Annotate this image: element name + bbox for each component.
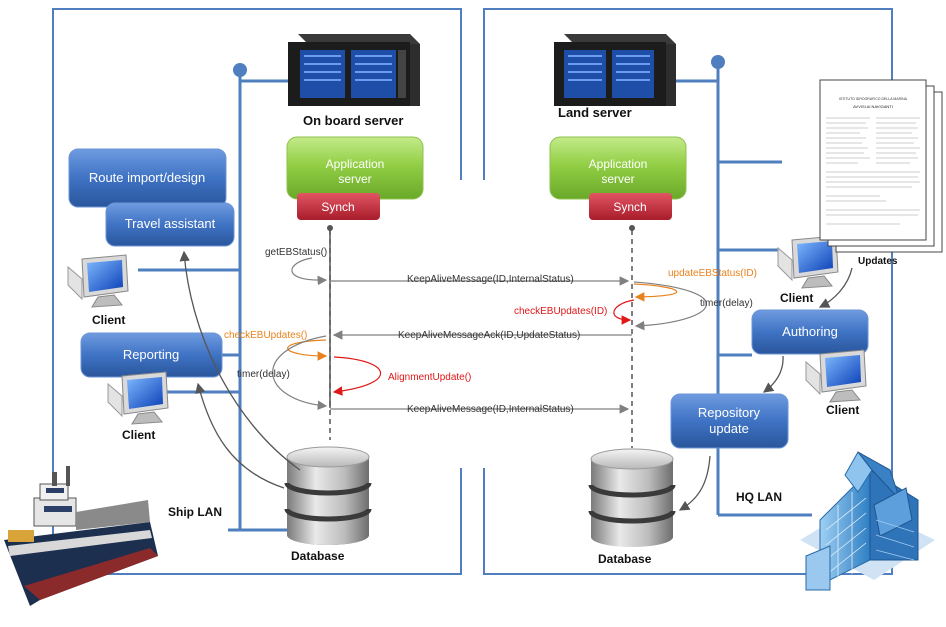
- authoring-label: Authoring: [782, 324, 838, 339]
- land-client-label-1: Client: [780, 291, 813, 305]
- ship-lan-node: [233, 63, 247, 77]
- authoring-to-repository-arrow: [762, 355, 784, 393]
- keep-alive-1-label: KeepAliveMessage(ID,InternalStatus): [407, 274, 574, 285]
- route-import-design-box[interactable]: Route import/design: [68, 148, 227, 208]
- check-eb-updates-land-label: checkEBUpdates(ID): [514, 306, 607, 317]
- land-client-monitor-icon-1: [777, 235, 839, 289]
- update-eb-status-arrow: [633, 283, 678, 302]
- hq-building-icon: [800, 451, 935, 591]
- onboard-server-icon: [288, 34, 420, 106]
- updates-document-icon: ISTITUTO IDROGRAFICO DELLA MARINA AVVISI…: [819, 79, 943, 253]
- db-to-reporting-arrow: [195, 382, 285, 489]
- travel-assistant-label: Travel assistant: [125, 216, 216, 231]
- get-eb-status-arrow: [291, 257, 328, 286]
- ship-client-monitor-icon-2: [107, 371, 169, 425]
- alignment-update-label: AlignmentUpdate(): [388, 372, 471, 383]
- land-synch-box: Synch: [589, 193, 672, 220]
- ship-lan-bus: [138, 70, 300, 532]
- ship-client-monitor-icon-1: [67, 254, 129, 308]
- land-server-label: Land server: [558, 105, 632, 120]
- update-eb-status-label: updateEBStatus(ID): [668, 268, 757, 279]
- onboard-server-label: On board server: [303, 113, 403, 128]
- db-to-travel-arrow: [179, 250, 301, 471]
- ship-client-label-1: Client: [92, 313, 125, 327]
- land-server-icon: [554, 34, 676, 106]
- route-import-design-label: Route import/design: [89, 170, 205, 185]
- ship-lan-label: Ship LAN: [168, 505, 222, 519]
- get-eb-status-label: getEBStatus(): [265, 247, 327, 258]
- keep-alive-ack-label: KeepAliveMessageAck(ID,UpdateStatus): [398, 330, 580, 341]
- land-client-label-2: Client: [826, 403, 859, 417]
- hq-lan-label: HQ LAN: [736, 490, 782, 504]
- repository-to-db-arrow: [678, 455, 711, 511]
- keep-alive-2-label: KeepAliveMessage(ID,InternalStatus): [407, 404, 574, 415]
- document-header-line-1: ISTITUTO IDROGRAFICO DELLA MARINA: [839, 97, 908, 101]
- timer-ship-arrow: [272, 335, 328, 411]
- ship-database-icon: [284, 446, 372, 545]
- ship-database-label: Database: [291, 549, 345, 563]
- reporting-label: Reporting: [123, 347, 179, 362]
- alignment-update-arrow: [332, 356, 382, 396]
- travel-assistant-box[interactable]: Travel assistant: [105, 202, 235, 247]
- updates-label: Updates: [858, 256, 898, 267]
- ship-client-label-2: Client: [122, 428, 155, 442]
- updates-to-authoring-arrow: [818, 267, 853, 308]
- document-header-line-2: AVVISI AI NAVIGANTI: [853, 104, 893, 109]
- check-eb-updates-ship-arrow: [287, 339, 328, 361]
- ship-synch-box: Synch: [297, 193, 380, 220]
- authoring-box[interactable]: Authoring: [751, 309, 869, 355]
- land-database-icon: [588, 448, 676, 547]
- land-client-monitor-icon-2: [805, 349, 867, 403]
- hq-lan-node: [711, 55, 725, 69]
- land-synch-label: Synch: [613, 200, 646, 214]
- land-database-label: Database: [598, 552, 652, 566]
- timer-land-label: timer(delay): [700, 298, 753, 309]
- ship-icon: [4, 466, 158, 606]
- timer-ship-label: timer(delay): [237, 369, 290, 380]
- ship-synch-label: Synch: [321, 200, 354, 214]
- check-eb-updates-ship-label: checkEBUpdates(): [224, 330, 307, 341]
- timer-land-arrow: [633, 281, 707, 331]
- reporting-box[interactable]: Reporting: [80, 332, 223, 378]
- check-eb-updates-land-arrow: [613, 299, 635, 325]
